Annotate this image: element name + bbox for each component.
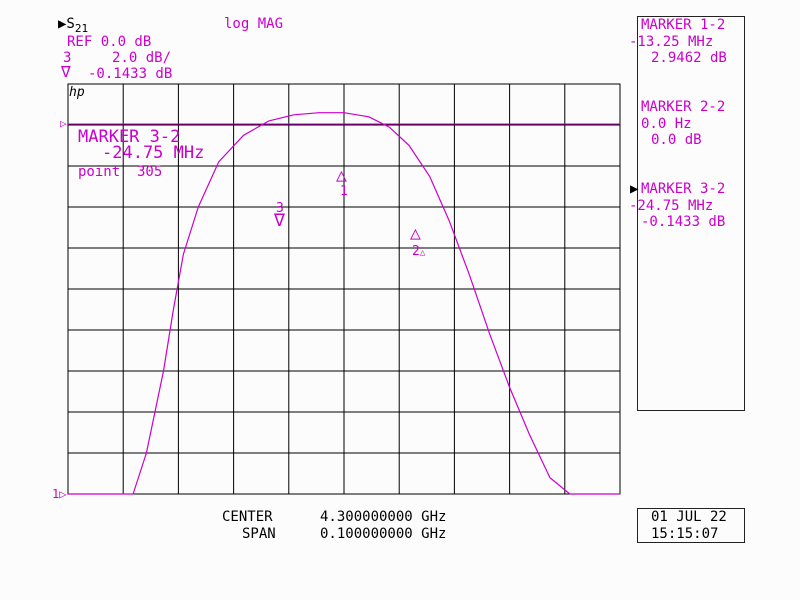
datetime-box [637,508,745,543]
marker-annotation-point: point 305 [78,164,163,180]
marker-2-title: MARKER 2-2 [641,99,726,115]
marker-1-mag: 2.9462 dB [651,50,727,66]
marker-3-freq: -24.75 MHz [629,198,714,214]
channel-number: 3 [63,50,72,66]
center-label: CENTER [222,509,273,525]
baseline-label: 1▷ [52,487,67,501]
reference-level: REF 0.0 dB [67,34,152,50]
marker-2-icon: △ [410,223,421,244]
marker-3-mag: -0.1433 dB [641,214,726,230]
marker-2-delta-icon: △ [419,248,426,258]
marker-1-title: MARKER 1-2 [641,17,726,33]
marker-2-mag: 0.0 dB [651,132,702,148]
span-label: SPAN [242,526,276,542]
marker-3-title: MARKER 3-2 [641,181,726,197]
center-value: 4.300000000 GHz [320,509,447,525]
active-marker-value: -0.1433 dB [88,66,173,82]
marker-list-panel [637,16,745,411]
marker-2-freq: 0.0 Hz [641,116,692,132]
param-subscript: 21 [74,22,89,35]
marker-1-freq: -13.25 MHz [629,34,714,50]
span-value: 0.100000000 GHz [320,526,447,542]
marker-1-icon: △ [336,165,347,186]
active-marker-indicator-icon: ▶ [630,181,639,197]
delta-icon: ∇ [61,62,71,81]
date-label: 01 JUL 22 [651,509,727,525]
marker-3-icon: ∇ [274,210,285,231]
reference-arrow-icon: ▷ [60,117,67,130]
marker-1-label: 1 [340,184,348,199]
marker-3-label: 3 [276,201,284,216]
marker-annotation-title: MARKER 3-2 [78,127,181,147]
measurement-param: ▶S21 [58,16,89,35]
scale-per-div: 2.0 dB/ [112,50,172,66]
format-label: log MAG [224,16,284,32]
hp-logo: hp [69,85,85,100]
marker-2-label: 2△ [412,244,426,259]
time-label: 15:15:07 [651,526,719,542]
series-line-s21 [68,112,620,495]
marker-annotation-freq: -24.75 MHz [102,143,205,163]
